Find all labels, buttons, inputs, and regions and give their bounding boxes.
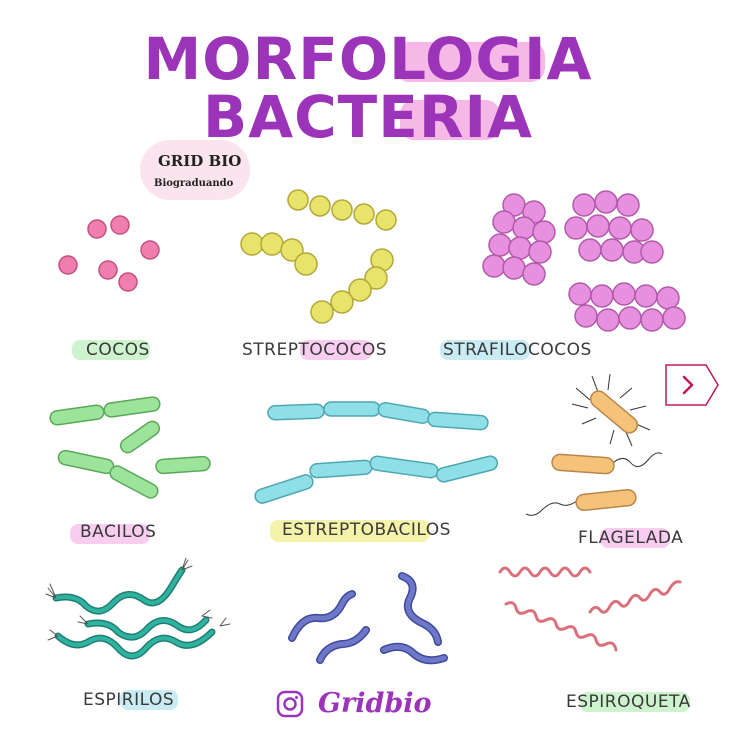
highlight-streptococos (300, 340, 372, 360)
page-title: MORFOLOGIA (0, 30, 736, 88)
footer-handle[interactable]: Gridbio (318, 688, 432, 719)
vibrio-illustration (288, 572, 448, 665)
logo (140, 140, 250, 200)
estreptobacilos-illustration (254, 401, 499, 504)
highlight-estreptobacilos (270, 520, 430, 542)
espiroqueta-illustration (498, 566, 682, 652)
label-espirilos: ESPIRILOS (83, 690, 175, 710)
highlight-espiroqueta (580, 692, 690, 712)
cocos-illustration (58, 215, 160, 292)
title-line-1: MORFOLOGIA (143, 25, 593, 93)
page-subtitle: BACTERIA (0, 88, 736, 146)
highlight-espirilos (120, 690, 178, 710)
label-strafilococos: STRAFILOCOCOS (443, 340, 592, 360)
highlight-bacilos (70, 524, 150, 544)
logo-subtitle: Biograduando (154, 178, 234, 189)
highlight-flagelada (600, 528, 670, 548)
bacilos-illustration (49, 396, 211, 499)
flagelada-illustration (525, 373, 663, 516)
label-bacilos: BACILOS (80, 522, 157, 542)
label-flagelada: FLAGELADA (578, 528, 684, 548)
label-cocos: COCOS (86, 340, 150, 360)
streptococos-illustration (240, 189, 397, 324)
instagram-icon[interactable] (276, 690, 304, 718)
logo-name: GRID BIO (158, 152, 242, 170)
espirilos-illustration (45, 557, 231, 660)
label-estreptobacilos: ESTREPTOBACILOS (282, 520, 451, 540)
highlight-cocos (72, 340, 150, 360)
label-streptococos: STREPTOCOCOS (242, 340, 388, 360)
title-highlight-1 (395, 42, 545, 82)
next-slide-button[interactable] (664, 363, 720, 407)
chevron-right-icon (682, 375, 694, 395)
title-highlight-2 (400, 100, 500, 140)
strafilococos-illustration (482, 190, 686, 332)
label-espiroqueta: ESPIROQUETA (566, 692, 691, 712)
title-line-2: BACTERIA (203, 83, 533, 151)
highlight-strafilococos (440, 340, 530, 360)
